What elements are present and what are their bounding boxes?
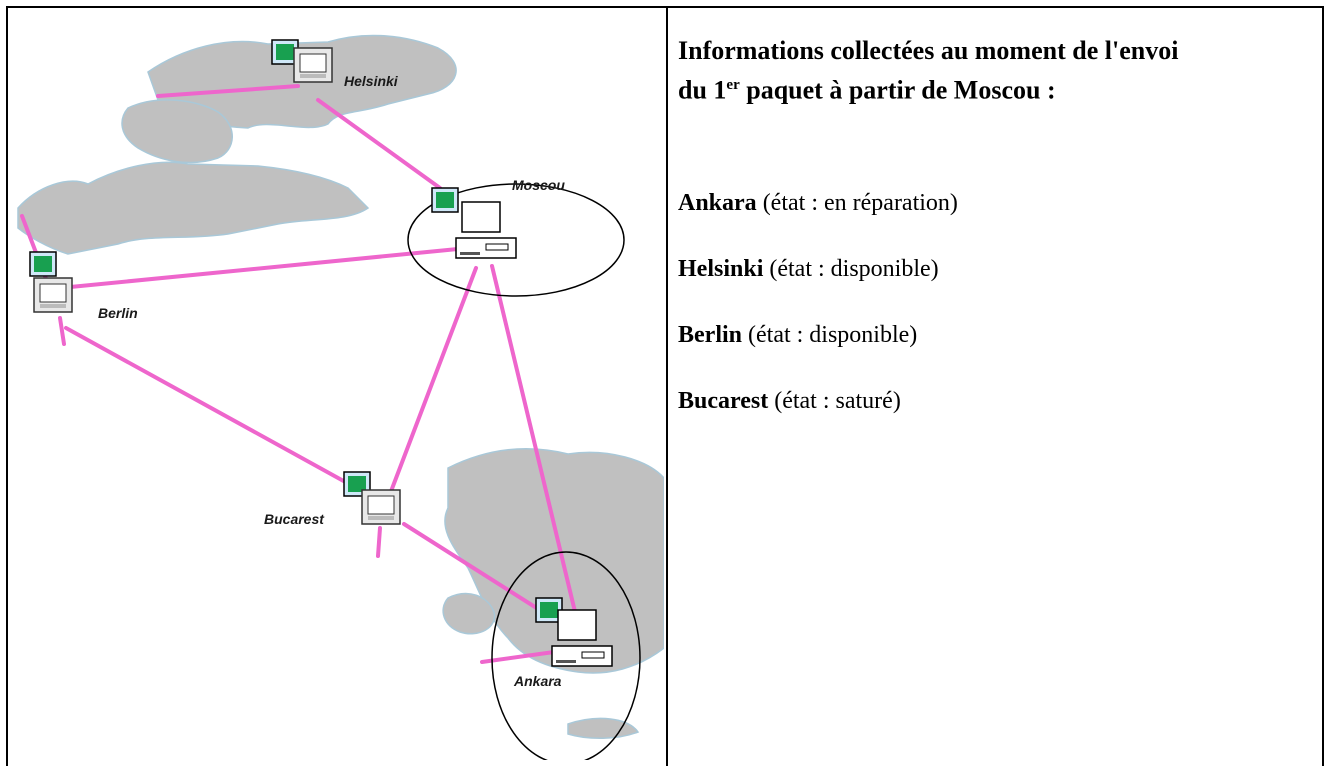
land-turkey [444,447,664,674]
network-map-svg: Helsinki Moscou Berlin [17,34,664,760]
link-berlin-south [58,316,66,346]
status-city: Berlin [678,322,742,348]
status-item-bucarest: Bucarest (état : saturé) [678,386,901,416]
computer-icon [455,201,517,259]
link-berlin-bucarest [64,326,380,502]
helsinki-node [271,39,333,83]
network-links [20,84,578,664]
ankara-node [535,597,613,667]
computer-icon [293,47,333,83]
column-divider [666,6,668,766]
link-moscou-bucarest [388,266,478,496]
moscou-label: Moscou [512,177,565,193]
info-title: Informations collectées au moment de l'e… [678,34,1318,108]
status-item-berlin: Berlin (état : disponible) [678,320,917,350]
link-helsinki-moscou [316,98,442,190]
title-line-2-suffix: paquet à partir de Moscou : [739,75,1056,105]
link-helsinki-west [156,84,300,98]
bucarest-node [343,471,401,525]
link-ankara-west [480,650,556,664]
status-city: Helsinki [678,256,764,282]
status-item-helsinki: Helsinki (état : disponible) [678,254,939,284]
title-line-1: Informations collectées au moment de l'e… [678,36,1179,65]
title-superscript: er [726,77,740,93]
land-greece [442,592,496,635]
network-map: Helsinki Moscou Berlin [8,8,664,760]
status-city: Ankara [678,190,757,216]
land-gulf [121,99,233,164]
helsinki-label: Helsinki [344,73,399,89]
link-berlin-moscou [58,246,470,290]
info-panel: Informations collectées au moment de l'e… [678,34,1318,414]
link-bucarest-ankara [402,522,548,616]
status-state: (état : disponible) [742,322,918,348]
moscou-ring [407,183,625,297]
link-moscou-ankara [490,264,578,618]
berlin-label: Berlin [98,305,138,321]
status-state: (état : en réparation) [756,190,958,216]
bucarest-label: Bucarest [264,511,325,527]
computer-icon [33,277,73,313]
ankara-label: Ankara [513,673,562,689]
link-bucarest-south [376,526,382,558]
status-item-ankara: Ankara (état : en réparation) [678,188,958,218]
computer-icon [551,609,613,667]
land-cyprus [567,717,640,740]
berlin-node [29,251,73,313]
land-baltic-north [17,161,370,255]
computer-icon [361,489,401,525]
table-frame [6,6,1324,766]
status-state: (état : saturé) [768,388,901,414]
status-state: (état : disponible) [763,256,939,282]
status-city: Bucarest [678,388,769,414]
ankara-ring [491,551,641,760]
moscou-node [431,187,517,259]
title-line-2-prefix: du 1 [678,75,727,105]
